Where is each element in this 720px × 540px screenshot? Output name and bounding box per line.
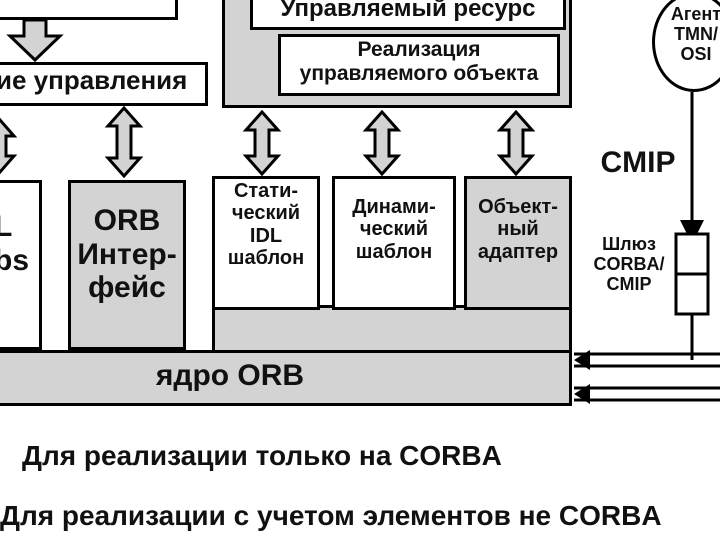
object-adapter-label: Объект- ный адаптер	[477, 196, 559, 263]
top-left-partial-box	[0, 0, 178, 20]
orb-interface-block	[68, 180, 186, 350]
static-idl-template-box	[212, 176, 320, 310]
down-arrow-top-left	[6, 18, 64, 63]
gateway-orb-link	[574, 352, 720, 402]
double-arrow-adapter	[496, 109, 536, 177]
managed-object-impl-box	[278, 34, 560, 96]
legend-corba-only: Для реализации только на CORBA	[22, 440, 502, 471]
orb-interface-label: ORB Интер- фейс	[77, 204, 177, 305]
managed-resource-label: Управляемый ресурс	[280, 0, 536, 22]
object-adapter-box	[464, 176, 572, 310]
double-arrow-static-idl	[242, 109, 282, 177]
double-arrow-dynamic	[362, 109, 402, 177]
idl-stubs-label: L bs	[0, 210, 30, 277]
cmip-label: CMIP	[600, 146, 676, 179]
management-block	[0, 62, 208, 106]
managed-resource-box	[250, 0, 566, 30]
double-arrow-mgmt-left	[0, 117, 18, 175]
orb-core-bar	[0, 350, 572, 406]
dynamic-template-label: Динами- ческий шаблон	[352, 196, 436, 263]
orb-core-label: ядро ORB	[155, 359, 305, 392]
double-arrow-mgmt-orb	[104, 105, 144, 179]
legend-non-corba: Для реализации с учетом элементов не COR…	[0, 500, 662, 531]
agent-oval	[652, 0, 720, 92]
dynamic-template-box	[332, 176, 456, 310]
static-idl-template-label: Стати- ческий IDL шаблон	[227, 180, 305, 270]
managed-object-impl-label: Реализация управляемого объекта	[299, 38, 539, 85]
idl-stubs-block	[0, 180, 42, 350]
agent-label: Агент TMN/ OSI	[670, 4, 720, 65]
gateway-label: Шлюз CORBA/ CMIP	[593, 234, 665, 295]
management-label: ие управления	[0, 65, 188, 95]
